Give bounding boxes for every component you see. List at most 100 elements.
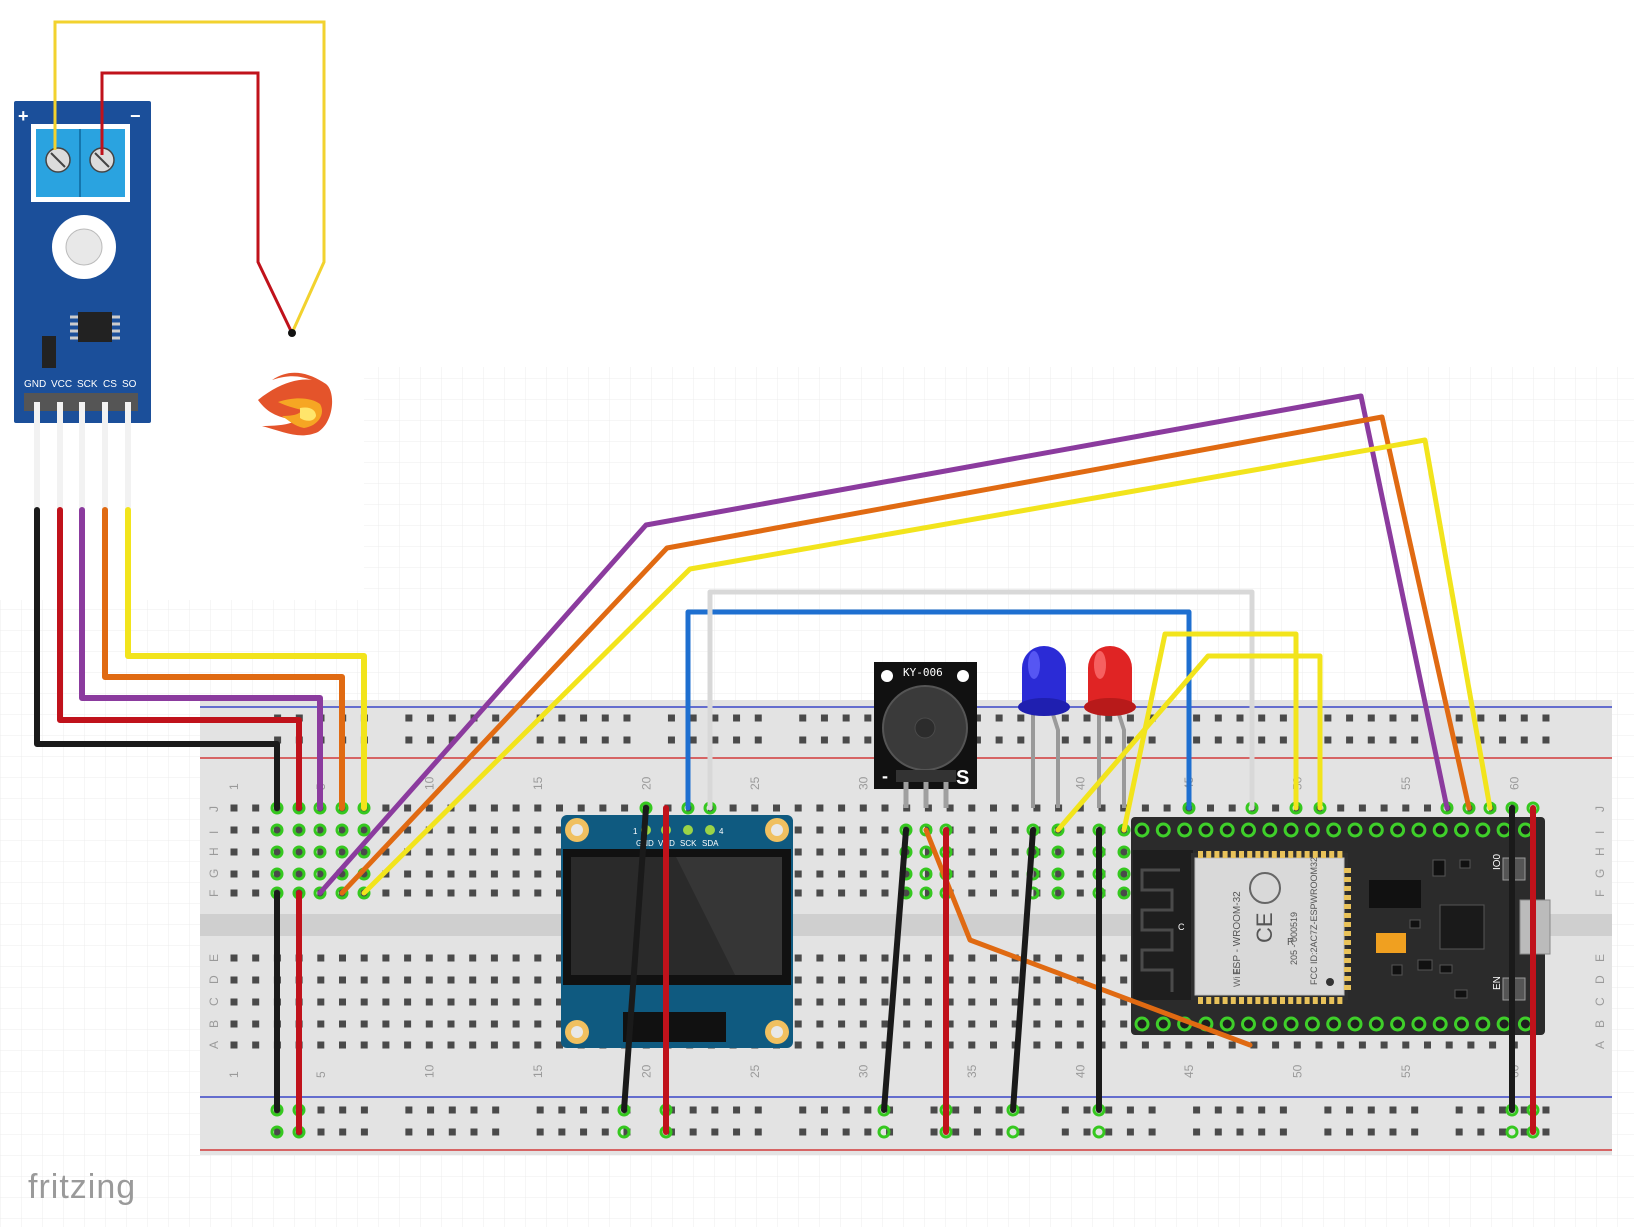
jumper-oled-gnd[interactable] xyxy=(621,805,649,1113)
wire-oled-scl-blue[interactable] xyxy=(685,609,1192,811)
module-castellation xyxy=(1288,851,1294,858)
thermocouple-probe[interactable] xyxy=(53,20,326,337)
led-red[interactable] xyxy=(1084,646,1136,808)
esp32-antenna-c: C xyxy=(1178,922,1185,932)
rail-hole xyxy=(667,714,675,722)
connected-hole xyxy=(1117,867,1131,881)
rail-hole xyxy=(558,736,566,744)
breadboard-hole xyxy=(881,870,889,878)
wire-sck-long-purple[interactable] xyxy=(317,393,1450,896)
esp32-pin xyxy=(1326,1016,1342,1032)
rail-hole xyxy=(1105,714,1113,722)
wire-led-red-yellow[interactable] xyxy=(1121,631,1299,833)
connected-rail-hole xyxy=(1092,1125,1106,1139)
oled-display[interactable]: 1 4 GND VDD SCK SDA xyxy=(561,815,793,1048)
rail-hole xyxy=(1279,714,1287,722)
wire-cs-orange[interactable] xyxy=(102,507,345,811)
module-castellation xyxy=(1344,877,1351,882)
oled-pin-1: 1 xyxy=(633,827,638,836)
breadboard-hole xyxy=(1033,804,1041,812)
breadboard-hole xyxy=(360,976,368,984)
connected-hole xyxy=(1051,867,1065,881)
module-castellation xyxy=(1198,851,1203,858)
breadboard-hole xyxy=(404,804,412,812)
rail-hole xyxy=(733,736,741,744)
rail-hole xyxy=(754,1106,762,1114)
row-letter-right: C xyxy=(1593,997,1607,1006)
esp32-pin xyxy=(1241,1016,1256,1032)
breadboard-hole xyxy=(903,870,911,878)
breadboard-hole xyxy=(816,976,824,984)
breadboard-hole xyxy=(490,954,498,962)
breadboard-hole xyxy=(1076,889,1084,897)
breadboard-hole xyxy=(881,998,889,1006)
breadboard-hole xyxy=(990,889,997,897)
breadboard-hole xyxy=(425,848,433,856)
rail-hole xyxy=(1148,736,1156,744)
module-castellation xyxy=(1263,997,1269,1004)
module-castellation xyxy=(1344,931,1351,936)
wire-sck-purple[interactable] xyxy=(79,507,323,811)
minus-sign: − xyxy=(130,106,141,126)
espressif-logo xyxy=(1249,872,1281,904)
breadboard-hole xyxy=(252,998,260,1006)
probe-wire-red xyxy=(100,71,294,334)
breadboard-hole xyxy=(469,998,477,1006)
breadboard-hole xyxy=(1033,998,1041,1006)
breadboard-hole xyxy=(577,804,585,812)
connected-hole xyxy=(1117,886,1131,900)
breadboard-hole xyxy=(816,848,824,856)
buzzer-hole-tr xyxy=(957,670,969,682)
esp32-pin xyxy=(1134,1016,1150,1032)
breadboard-hole xyxy=(360,826,368,834)
rail-hole xyxy=(623,736,631,744)
breadboard-hole xyxy=(1033,1020,1041,1028)
jumper-led-blue-gnd[interactable] xyxy=(1010,827,1036,1113)
module-castellation xyxy=(1344,913,1351,918)
breadboard-hole xyxy=(273,870,281,878)
rail-hole xyxy=(1017,1128,1025,1136)
breadboard-hole xyxy=(1076,826,1084,834)
breadboard-hole xyxy=(512,826,520,834)
esp32-pin xyxy=(1326,822,1342,838)
breadboard-hole xyxy=(490,1020,498,1028)
wire-vcc-red[interactable] xyxy=(57,507,302,811)
column-number-top: 15 xyxy=(531,776,545,790)
esp32-devkit[interactable]: C ESP - WROOM-32 205 - 000519 FCC ID:2AC… xyxy=(1131,817,1551,1035)
wire-led-blue-yellow[interactable] xyxy=(1055,653,1323,833)
rail-hole xyxy=(1455,736,1463,744)
connected-hole xyxy=(1051,823,1065,837)
breadboard-hole xyxy=(425,870,433,878)
ky006-buzzer-module[interactable]: KY-006 - S xyxy=(874,662,977,808)
wire-oled-sda-white[interactable] xyxy=(707,589,1255,811)
breadboard-hole xyxy=(1207,804,1214,812)
breadboard-hole xyxy=(968,804,976,812)
row-letter-left: F xyxy=(207,890,221,897)
row-letter-right: D xyxy=(1593,975,1607,984)
breadboard-hole xyxy=(1076,954,1084,962)
breadboard-hole xyxy=(447,889,455,897)
wire-so-yellow[interactable] xyxy=(125,507,367,811)
column-number-bottom: 50 xyxy=(1290,1064,1304,1078)
max6675-thermocouple-module[interactable]: + − GND VCC SCK CS SO xyxy=(14,101,151,510)
led-blue-dome xyxy=(1022,646,1066,705)
module-castellation xyxy=(1329,997,1335,1004)
esp32-pin xyxy=(1411,822,1427,838)
module-castellation xyxy=(1255,997,1261,1004)
breadboard-hole xyxy=(838,954,846,962)
breadboard-hole xyxy=(252,1020,260,1028)
rail-hole xyxy=(952,1106,960,1114)
led-blue[interactable] xyxy=(1018,646,1070,808)
jumper-buzzer-gnd[interactable] xyxy=(881,827,909,1113)
wire-buzzer-orange[interactable] xyxy=(923,827,1253,1048)
breadboard-hole xyxy=(816,1020,824,1028)
esp32-pin xyxy=(1155,822,1171,838)
breadboard-hole xyxy=(1489,1041,1497,1049)
rail-hole xyxy=(1455,1128,1463,1136)
breadboard-hole xyxy=(360,870,368,878)
rail-hole xyxy=(930,1128,938,1136)
rail-hole xyxy=(427,1128,435,1136)
wire-gnd-black[interactable] xyxy=(34,507,280,811)
wire-so-long-yellow[interactable] xyxy=(361,437,1493,896)
wire-cs-long-orange[interactable] xyxy=(339,414,1472,896)
